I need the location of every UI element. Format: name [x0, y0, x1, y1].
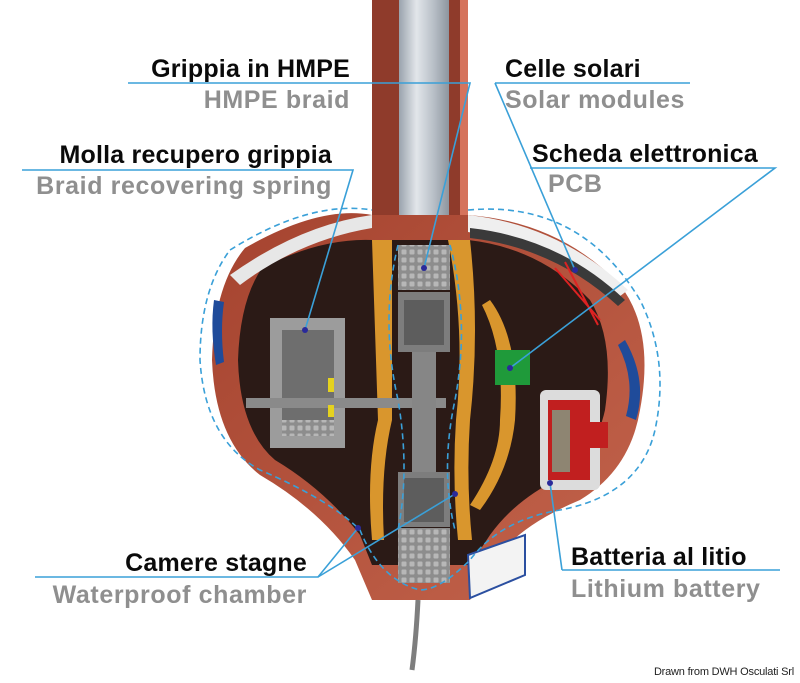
callout-battery-it: Batteria al litio — [571, 543, 747, 571]
solar-panel — [470, 228, 625, 306]
label-sticker — [466, 533, 526, 600]
callout-spring-it: Molla recupero grippia — [59, 141, 332, 169]
leader-anchor-dots — [302, 265, 578, 531]
braid-magazine — [398, 245, 450, 583]
callout-solar-it: Celle solari — [505, 55, 641, 83]
solar-wires — [554, 261, 601, 326]
waterproof-chamber-outline — [199, 207, 661, 591]
callout-battery-en: Lithium battery — [571, 575, 761, 603]
spring-spool — [246, 318, 446, 448]
callout-hmpe-braid-en: HMPE braid — [203, 86, 350, 114]
callout-spring-en: Braid recovering spring — [36, 172, 332, 200]
callout-hmpe-braid-it: Grippia in HMPE — [151, 55, 350, 83]
callout-pcb-it: Scheda elettronica — [532, 140, 758, 168]
image-credit: Drawn from DWH Osculati Srl — [653, 666, 794, 678]
leader-lines — [22, 82, 780, 578]
lanyard-cord — [409, 599, 421, 671]
battery-pack — [540, 390, 608, 490]
callout-pcb-en: PCB — [548, 170, 603, 198]
callout-chamber-en: Waterproof chamber — [52, 581, 307, 609]
callout-chamber-it: Camere stagne — [125, 549, 307, 577]
callout-solar-en: Solar modules — [505, 86, 686, 114]
mast-tube — [372, 0, 468, 215]
